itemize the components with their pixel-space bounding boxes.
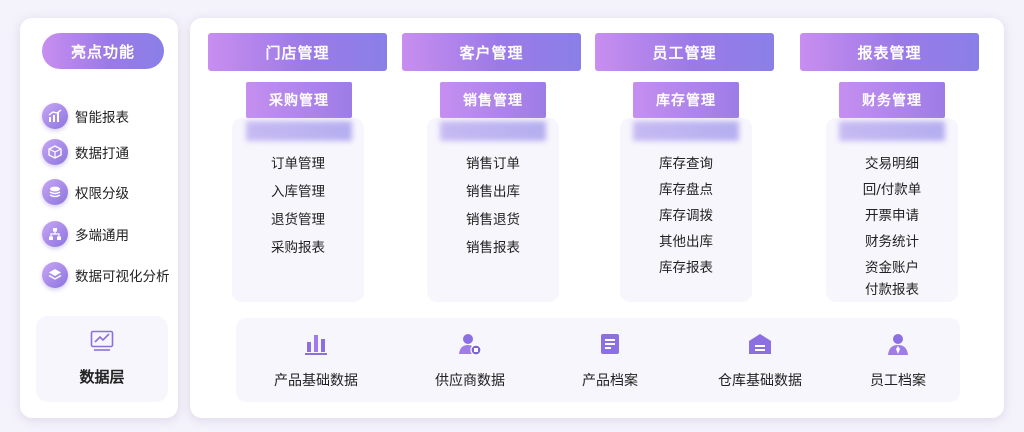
bar-chart-icon [304, 332, 328, 360]
category-report-management: 报表管理 [800, 33, 979, 71]
category-customer-management: 客户管理 [402, 33, 581, 71]
module-item: 销售订单 [466, 156, 520, 172]
category-store-management: 门店管理 [208, 33, 387, 71]
module-item: 库存盘点 [659, 182, 713, 198]
data-item-label: 产品基础数据 [274, 373, 358, 389]
module-title-inventory: 库存管理 [633, 82, 739, 118]
module-card-finance: 交易明细 回/付款单 开票申请 财务统计 资金账户 付款报表 [826, 118, 958, 302]
module-item: 其他出库 [659, 234, 713, 250]
feature-item-visual-analytics: 数据可视化分析 [42, 261, 170, 289]
module-title-finance: 财务管理 [839, 82, 945, 118]
data-layer-label: 数据层 [79, 368, 125, 386]
module-card-inventory: 库存查询 库存盘点 库存调拨 其他出库 库存报表 [620, 118, 752, 302]
highlights-title: 亮点功能 [42, 33, 164, 69]
feature-label: 数据打通 [75, 146, 129, 162]
module-title-purchase: 采购管理 [246, 82, 352, 118]
module-item: 销售退货 [466, 212, 520, 228]
supplier-icon [458, 332, 482, 360]
module-item: 库存调拨 [659, 208, 713, 224]
module-item: 库存报表 [659, 260, 713, 276]
data-item-product-base: 产品基础数据 [256, 318, 376, 402]
module-item: 回/付款单 [862, 182, 922, 198]
feature-item-permission: 权限分级 [42, 178, 129, 206]
module-title-sales: 销售管理 [440, 82, 546, 118]
module-item: 入库管理 [271, 184, 325, 200]
feature-item-data-connect: 数据打通 [42, 138, 129, 166]
data-layer-strip: 产品基础数据 供应商数据 产品档案 仓库基础数据 员工档案 [236, 318, 960, 402]
feature-item-smart-report: 智能报表 [42, 102, 129, 130]
module-card-purchase: 订单管理 入库管理 退货管理 采购报表 [232, 118, 364, 302]
module-item: 订单管理 [271, 156, 325, 172]
module-card-sales: 销售订单 销售出库 销售退货 销售报表 [427, 118, 559, 302]
blurred-bar [440, 121, 546, 141]
module-item: 财务统计 [865, 234, 919, 250]
feature-label: 智能报表 [75, 110, 129, 126]
blurred-bar [633, 121, 739, 141]
feature-label: 多端通用 [75, 228, 129, 244]
data-item-label: 供应商数据 [435, 373, 505, 389]
data-item-warehouse: 仓库基础数据 [700, 318, 820, 402]
cube-icon [42, 139, 68, 165]
data-item-label: 仓库基础数据 [718, 373, 802, 389]
org-tree-icon [42, 221, 68, 247]
employee-icon [886, 332, 910, 360]
module-item: 退货管理 [271, 212, 325, 228]
data-item-label: 产品档案 [582, 373, 638, 389]
module-item: 采购报表 [271, 240, 325, 256]
category-employee-management: 员工管理 [595, 33, 774, 71]
feature-label: 权限分级 [75, 186, 129, 202]
feature-label: 数据可视化分析 [75, 269, 170, 285]
document-icon [598, 332, 622, 360]
chart-up-icon [42, 103, 68, 129]
blurred-bar [246, 121, 352, 141]
stack-icon [42, 262, 68, 288]
warehouse-icon [748, 332, 772, 360]
module-item: 库存查询 [659, 156, 713, 172]
data-layer-card: 数据层 [36, 316, 168, 402]
blurred-bar [839, 121, 945, 141]
module-item: 付款报表 [865, 282, 919, 298]
module-item: 开票申请 [865, 208, 919, 224]
layers-icon [42, 179, 68, 205]
data-item-product-archive: 产品档案 [550, 318, 670, 402]
module-item: 销售出库 [466, 184, 520, 200]
data-item-supplier: 供应商数据 [410, 318, 530, 402]
trend-chart-icon [90, 330, 114, 356]
module-item: 交易明细 [865, 156, 919, 172]
module-item: 销售报表 [466, 240, 520, 256]
data-item-employee: 员工档案 [838, 318, 958, 402]
feature-item-multi-platform: 多端通用 [42, 220, 129, 248]
module-item: 资金账户 [865, 260, 919, 276]
system-architecture-panel: 门店管理 客户管理 员工管理 报表管理 订单管理 入库管理 退货管理 采购报表 … [190, 18, 1004, 418]
highlights-panel: 亮点功能 智能报表 数据打通 权限分级 多端通用 数据可视化分析 数据 [20, 18, 178, 418]
data-item-label: 员工档案 [870, 373, 926, 389]
